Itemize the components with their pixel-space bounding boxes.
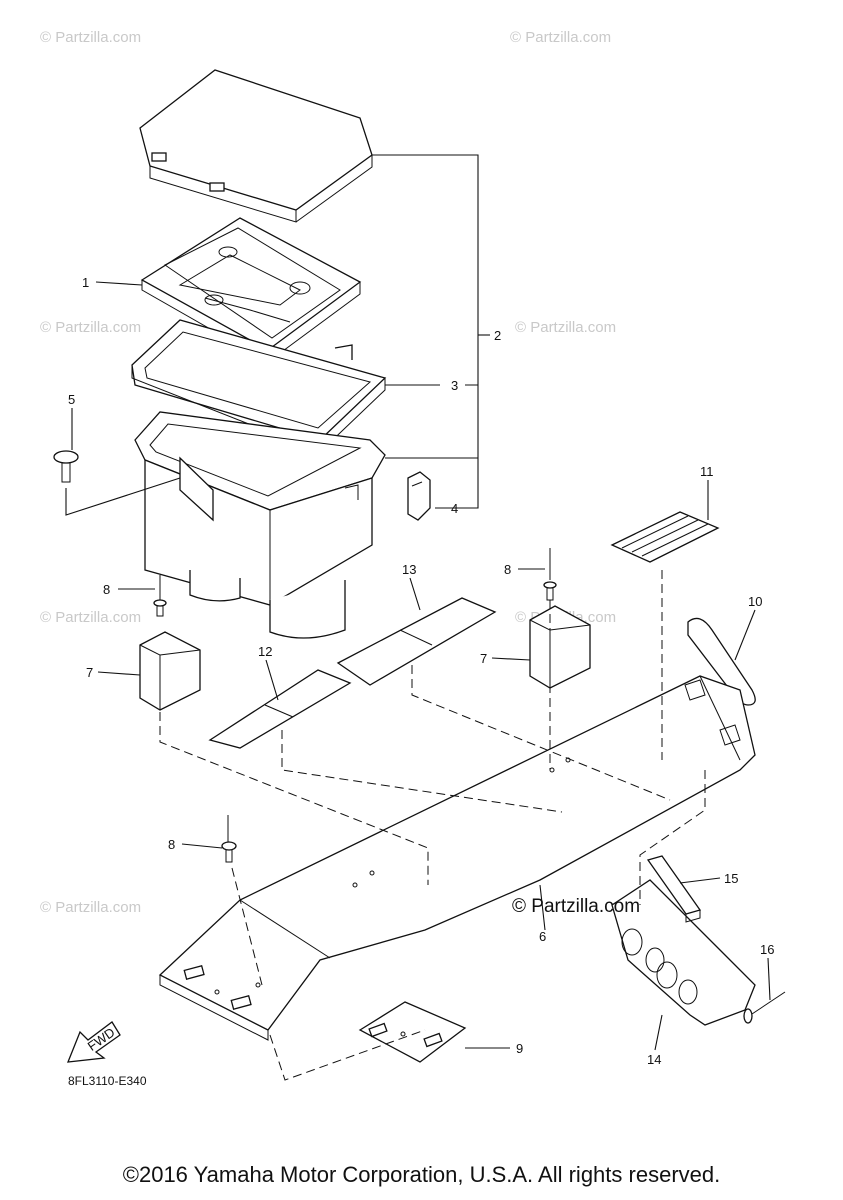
part-bracket-right (529, 605, 591, 689)
watermark: © Partzilla.com (40, 29, 141, 46)
part-rivet-16 (743, 991, 786, 1024)
callout-6: 6 (539, 929, 546, 944)
callout-10: 10 (748, 594, 762, 609)
part-storage-box (134, 411, 386, 639)
callout-1: 1 (82, 275, 89, 290)
part-pad-15 (646, 855, 702, 923)
callout-8: 8 (168, 837, 175, 852)
callout-9: 9 (516, 1041, 523, 1056)
callout-15: 15 (724, 871, 738, 886)
callout-8: 8 (504, 562, 511, 577)
part-clip (407, 471, 431, 521)
part-bracket-left (139, 631, 201, 711)
callout-3: 3 (451, 378, 458, 393)
callout-16: 16 (760, 942, 774, 957)
callout-13: 13 (402, 562, 416, 577)
callout-14: 14 (647, 1052, 661, 1067)
center-watermark: © Partzilla.com (512, 896, 640, 917)
callout-7: 7 (86, 665, 93, 680)
callout-8: 8 (103, 582, 110, 597)
callout-2: 2 (494, 328, 501, 343)
callout-7: 7 (480, 651, 487, 666)
part-sticker-12 (208, 669, 352, 749)
copyright-footer: ©2016 Yamaha Motor Corporation, U.S.A. A… (122, 1162, 721, 1187)
watermark: © Partzilla.com (40, 319, 141, 336)
leader-lines (71, 154, 771, 1051)
callout-12: 12 (258, 644, 272, 659)
watermark: © Partzilla.com (40, 609, 141, 626)
part-plate-9 (358, 1001, 467, 1063)
watermark: © Partzilla.com (40, 899, 141, 916)
part-screw (53, 450, 79, 483)
callout-numbers: 1 2 3 4 5 6 7 7 8 8 8 9 10 11 12 13 14 1… (68, 275, 774, 1067)
part-bracket-14 (611, 879, 756, 1026)
part-rivet (543, 548, 557, 601)
watermark: © Partzilla.com (515, 319, 616, 336)
part-storage-lid (139, 69, 373, 223)
diagram-code: 8FL3110-E340 (68, 1074, 147, 1088)
alignment-lines (159, 570, 706, 1081)
callout-4: 4 (451, 501, 458, 516)
part-sticker-13 (336, 597, 497, 686)
part-pad (610, 511, 720, 563)
watermark: © Partzilla.com (510, 29, 611, 46)
part-rivet (221, 815, 237, 863)
callout-5: 5 (68, 392, 75, 407)
part-base-plate (158, 675, 756, 1041)
fwd-arrow-icon: FWD (66, 1021, 121, 1063)
part-rivet (153, 575, 167, 617)
callout-11: 11 (700, 464, 714, 479)
